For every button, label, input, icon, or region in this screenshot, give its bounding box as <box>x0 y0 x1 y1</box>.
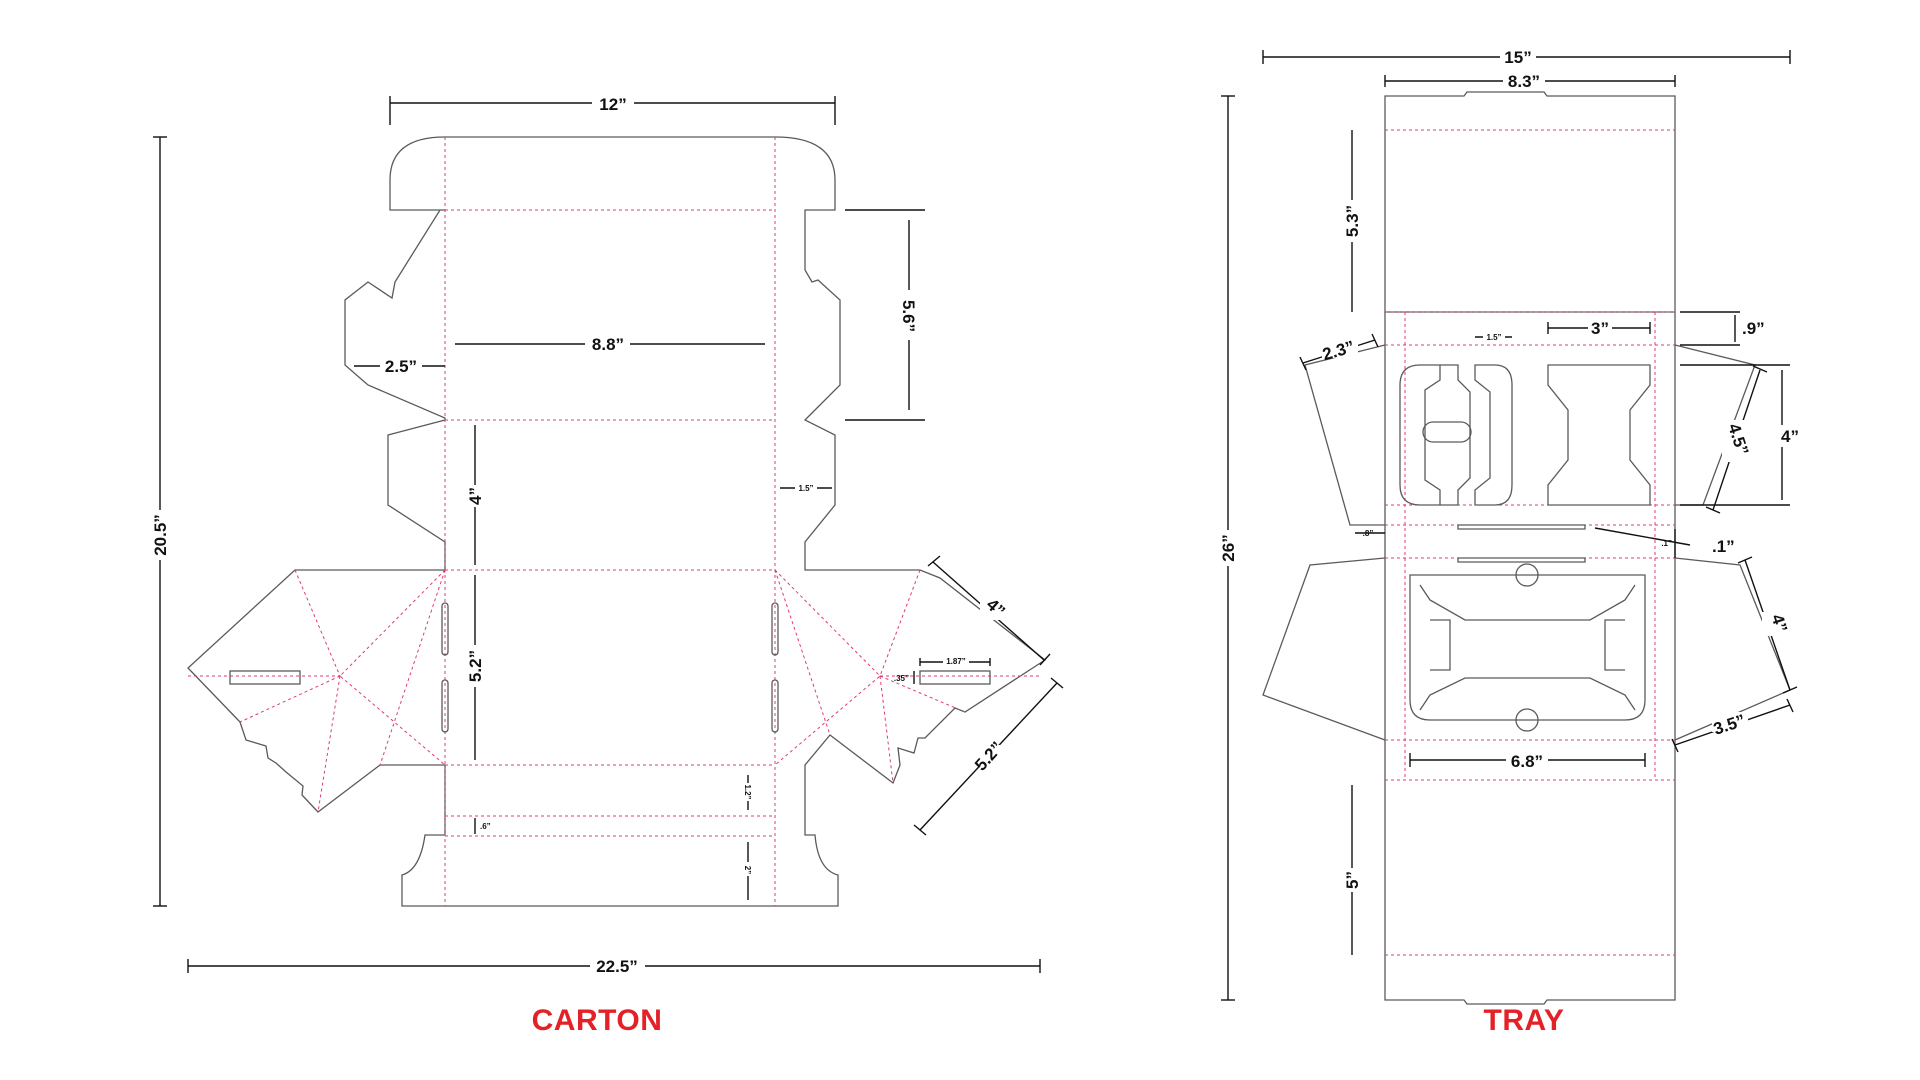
carton-dim-88: 8.8” <box>592 335 624 354</box>
tray-dim-83: 8.3” <box>1508 72 1540 91</box>
carton-dim-52: 5.2” <box>466 650 485 682</box>
tray-wing-upper-left <box>1304 344 1386 526</box>
tray-handle-slot <box>1422 421 1472 443</box>
carton-slot-left <box>229 670 301 685</box>
tray-dim-15: 15” <box>1504 48 1531 67</box>
carton-dim-15: 1.5” <box>798 484 813 493</box>
tray-dim-5: 5” <box>1343 871 1362 889</box>
tray-dim-01s: .1” <box>1661 539 1672 548</box>
tray-dim-15s: 1.5” <box>1486 333 1501 342</box>
tray-cutout-mid <box>1474 364 1513 506</box>
tray-dim-3: 3” <box>1591 319 1609 338</box>
carton-dim-187: 1.87” <box>946 657 966 666</box>
carton-dim-4: 4” <box>466 487 485 505</box>
carton-slot-r2 <box>771 679 779 733</box>
carton-dim-225: 22.5” <box>596 957 638 976</box>
tray-center-outline <box>1384 312 1676 1005</box>
tray-circle-bottom <box>1515 708 1539 732</box>
tray-perf-top <box>1457 524 1586 530</box>
carton-dim-06: .6” <box>480 822 491 831</box>
tray-dimensions: 15” 8.3” 26” 5.3” .9” 3” 1.5” <box>1217 46 1804 1001</box>
carton-dim-2: 2” <box>743 866 752 874</box>
carton-dim-25: 2.5” <box>385 357 417 376</box>
carton-dim-035: .35” <box>894 674 909 683</box>
tray-dim-01: .1” <box>1712 537 1735 556</box>
tray-dim-08: .8” <box>1363 529 1374 538</box>
carton-outline <box>187 136 1047 907</box>
tray-window <box>1409 574 1646 721</box>
tray-cutout-left-b <box>1440 364 1471 506</box>
tray-dim-26: 26” <box>1219 534 1238 561</box>
tray-dim-09: .9” <box>1742 319 1765 338</box>
carton-slot-l2 <box>441 679 449 733</box>
tray-creases-h <box>1385 129 1675 956</box>
carton-dim-56: 5.6” <box>899 300 918 332</box>
tray-circle-top <box>1515 563 1539 587</box>
tray-creases-v <box>1404 312 1656 780</box>
carton-caption: CARTON <box>532 1004 663 1037</box>
carton-wing-right-creases <box>774 569 1040 784</box>
tray-dim-4r: 4” <box>1781 427 1799 446</box>
carton-slot-right <box>919 670 991 685</box>
tray-dim-68: 6.8” <box>1511 752 1543 771</box>
tray-dieline <box>1262 91 1791 1005</box>
carton-slot-l1 <box>441 602 449 656</box>
tray-cutout-right <box>1547 364 1651 506</box>
tray-perf-mid <box>1457 557 1586 563</box>
tray-top-panel <box>1384 91 1676 313</box>
carton-dieline <box>187 136 1047 907</box>
carton-dim-12: 12” <box>599 95 626 114</box>
carton-dim-205: 20.5” <box>151 514 170 556</box>
tray-dim-4d: 4” <box>1767 612 1791 635</box>
tray-caption: TRAY <box>1484 1004 1565 1037</box>
carton-wing-left-creases <box>188 569 446 813</box>
carton-dim-12s: 1.2” <box>743 784 752 799</box>
tray-window-inner <box>1419 584 1636 711</box>
tray-dim-53: 5.3” <box>1343 205 1362 237</box>
tray-wing-lower-left <box>1262 557 1386 741</box>
carton-dimensions: 12” 20.5” 22.5” 2.5” 8.8” 5.6” 4” <box>149 93 1064 976</box>
tray-cutout-left <box>1399 364 1441 506</box>
carton-slot-r1 <box>771 602 779 656</box>
